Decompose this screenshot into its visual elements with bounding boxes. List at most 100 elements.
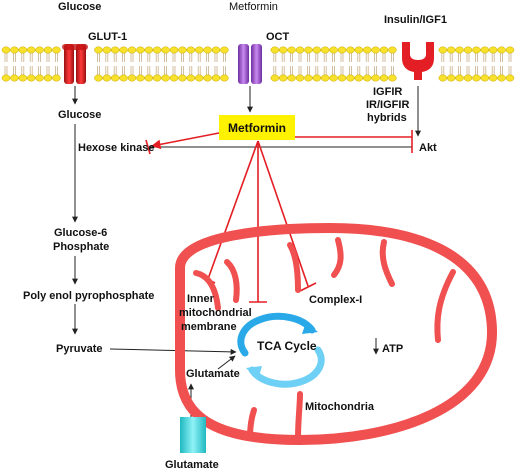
lipid-head [10,46,19,54]
lipid-head [18,46,28,54]
lipid-head [1,74,11,82]
lipid-head [178,74,187,82]
lipid-head [119,46,128,54]
glucose6-label: Glucose-6 [54,227,107,239]
lipid-head [94,46,103,54]
lipid-head [354,74,364,82]
mitochondrion [175,223,498,445]
lipid-head [480,46,490,54]
lipid-head [18,74,28,82]
lipid-head [270,74,280,82]
lipid-head [354,46,364,54]
lipid-head [371,74,380,82]
lipid-head [161,74,170,82]
lipid-head [505,74,515,82]
lipid-head [102,46,112,54]
inner-membrane-label-2: mitochondrial [179,307,252,319]
lipid-head [10,74,19,82]
lipid-head [362,46,372,54]
lipid-head [388,74,397,82]
lipid-head [295,46,305,54]
inhibition-lines [145,130,413,303]
lipid-head [346,46,355,54]
glucose-top-label: Glucose [58,1,101,13]
lipid-head [438,46,448,54]
oct-transporter [238,44,262,84]
lipid-head [144,74,154,82]
lipid-head [379,74,389,82]
lipid-head [144,46,154,54]
lipid-head [472,74,481,82]
lipid-head [203,46,212,54]
lipid-head [270,46,280,54]
lipid-head [488,46,498,54]
akt-label: Akt [419,142,437,154]
tca-cycle-arrows [237,312,325,388]
cell-membrane [1,46,515,82]
lipid-head [320,74,330,82]
inner-membrane-label-1: Inner [187,293,215,305]
phosphate-label: Phosphate [53,241,109,253]
lipid-head [337,74,347,82]
lipid-head [304,46,313,54]
metformin-top-label: Metformin [229,1,278,13]
lipid-head [94,74,103,82]
lipid-head [329,46,338,54]
lipid-head [110,74,120,82]
lipid-head [455,46,464,54]
insulin-label: Insulin/IGF1 [384,14,447,26]
hybrids-label: hybrids [367,112,407,124]
complex1-label: Complex-I [309,294,362,306]
lipid-head [110,46,120,54]
lipid-head [186,74,196,82]
tca-cycle-label: TCA Cycle [257,339,317,353]
metformin-box-label: Metformin [228,121,286,135]
lipid-head [26,46,36,54]
glucose-inside-label: Glucose [58,109,101,121]
atp-label: ATP [382,343,403,355]
lipid-head [127,46,137,54]
pyruvate-label: Pyruvate [56,343,102,355]
lipid-head [169,74,179,82]
lipid-head [161,46,170,54]
lipid-head [136,46,145,54]
ir-igfir-label: IR/IGFIR [366,99,409,111]
lipid-head [127,74,137,82]
glutamate-inner-label: Glutamate [186,368,240,380]
lipid-head [1,46,11,54]
lipid-head [287,46,296,54]
lipid-head [446,46,456,54]
lipid-head [371,46,380,54]
lipid-head [203,74,212,82]
lipid-head [52,74,61,82]
lipid-head [379,46,389,54]
lipid-head [278,46,288,54]
lipid-head [304,74,313,82]
lipid-head [337,46,347,54]
lipid-head [480,74,490,82]
lipid-head [194,46,204,54]
inner-membrane-label-3: membrane [181,321,237,333]
lipid-head [505,46,515,54]
poly-enol-label: Poly enol pyrophosphate [23,290,154,302]
lipid-head [178,46,187,54]
lipid-head [472,46,481,54]
lipid-head [287,74,296,82]
lipid-head [52,46,61,54]
lipid-head [26,74,36,82]
lipid-head [455,74,464,82]
insulin-receptor [402,42,434,80]
lipid-head [220,74,229,82]
lipid-head [119,74,128,82]
glutamate-transporter [180,417,206,453]
lipid-head [497,74,506,82]
lipid-head [194,74,204,82]
lipid-head [388,46,397,54]
lipid-head [295,74,305,82]
lipid-head [312,74,322,82]
glutamate-bottom-label: Glutamate [165,459,219,471]
lipid-head [43,74,53,82]
lipid-head [211,46,221,54]
hexose-kinase-label: Hexose kinase [78,142,154,154]
